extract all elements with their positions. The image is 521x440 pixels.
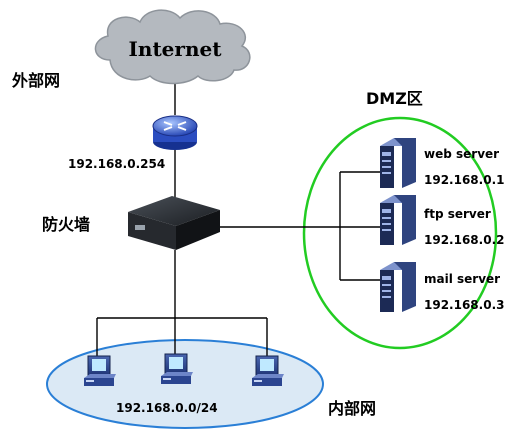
internal-zone-label: 内部网 [328,399,376,418]
firewall-icon [128,196,220,250]
internet-label: Internet [129,37,223,61]
dmz-zone [302,116,498,350]
server-name: web server [424,147,499,161]
server-name: mail server [424,272,500,286]
server-ip: 192.168.0.1 [424,173,504,187]
network-links [96,78,380,358]
router-icon [152,115,198,150]
server-ip: 192.168.0.2 [424,233,504,247]
server-ip: 192.168.0.3 [424,298,504,312]
cloud-icon [94,9,251,85]
firewall-label: 防火墙 [42,215,90,234]
external-zone-label: 外部网 [11,71,60,90]
router-ip: 192.168.0.254 [68,157,165,171]
internal-subnet: 192.168.0.0/24 [116,401,218,415]
dmz-title: DMZ区 [366,89,423,108]
server-name: ftp server [424,207,491,221]
